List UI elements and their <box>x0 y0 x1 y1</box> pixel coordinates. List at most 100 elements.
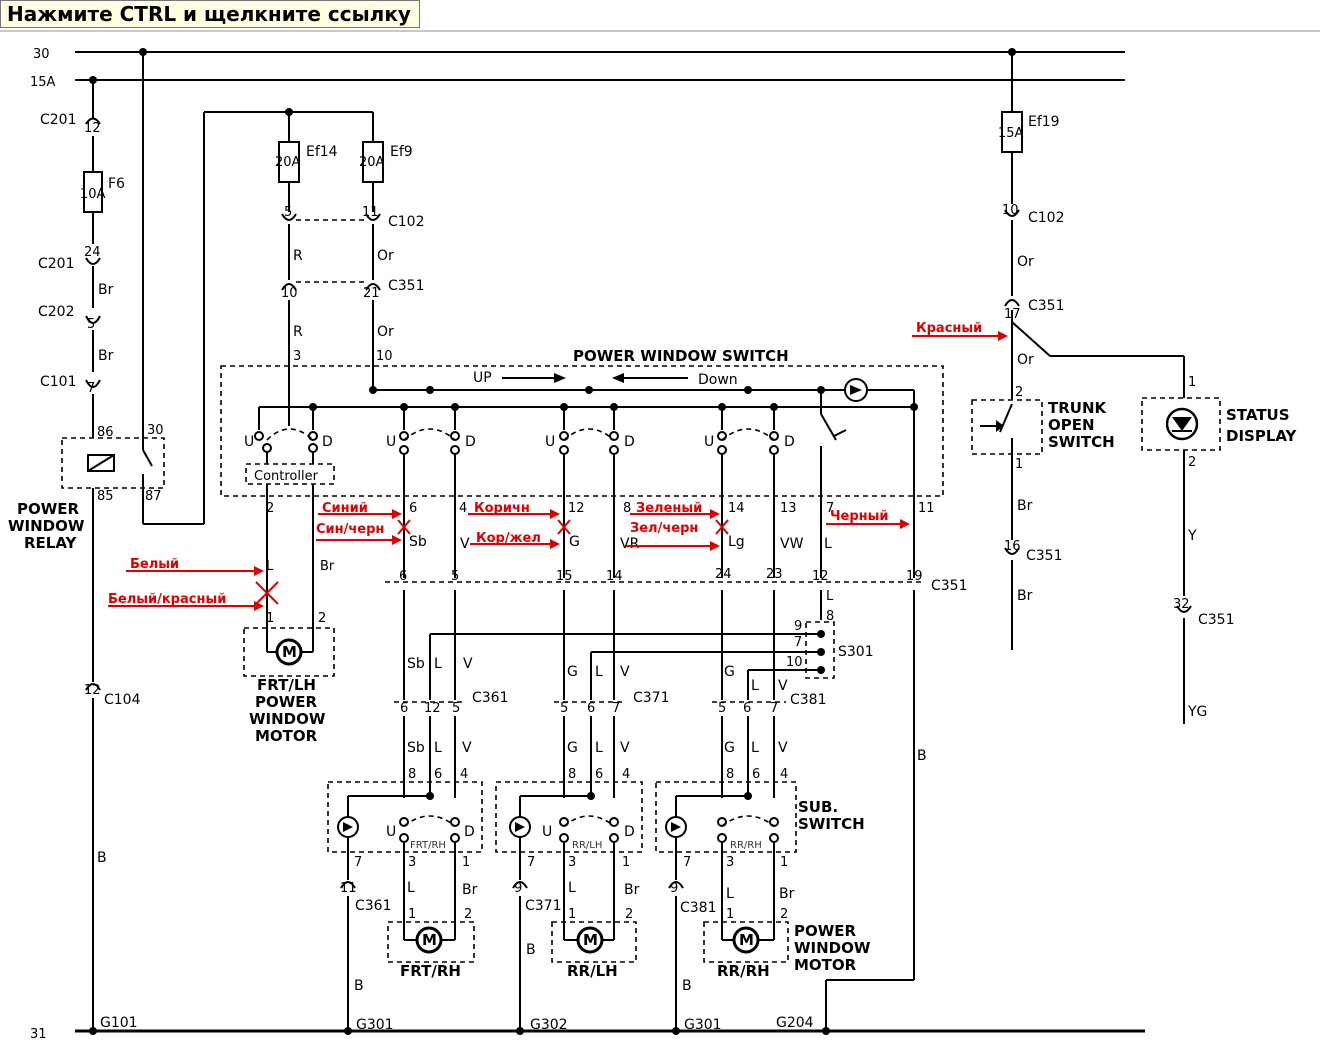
svg-text:19: 19 <box>906 569 923 584</box>
note-cherniy: Черный <box>830 509 888 524</box>
svg-text:V: V <box>463 656 473 672</box>
rail-30-label: 30 <box>33 47 50 62</box>
svg-text:20A: 20A <box>359 155 385 170</box>
svg-text:7: 7 <box>87 381 95 396</box>
c351-label-b: C351 <box>931 578 968 594</box>
svg-text:8: 8 <box>726 767 734 782</box>
svg-text:D: D <box>624 434 635 450</box>
svg-text:7: 7 <box>770 701 778 716</box>
svg-text:Br: Br <box>1017 588 1033 604</box>
note-siniy: Синий <box>322 501 368 516</box>
ef19-label: Ef19 <box>1028 114 1060 130</box>
svg-text:Sb: Sb <box>407 740 425 756</box>
svg-text:Or: Or <box>1017 254 1034 270</box>
svg-text:8: 8 <box>568 767 576 782</box>
svg-text:POWER: POWER <box>794 922 857 940</box>
svg-text:85: 85 <box>97 489 114 504</box>
s301-label: S301 <box>838 644 874 660</box>
trunk-open-switch <box>971 399 1043 455</box>
svg-text:G: G <box>567 664 578 680</box>
svg-text:1: 1 <box>568 907 576 922</box>
svg-text:L: L <box>434 740 442 756</box>
svg-text:20A: 20A <box>275 155 301 170</box>
svg-text:WINDOW: WINDOW <box>794 939 871 957</box>
svg-text:G: G <box>567 740 578 756</box>
svg-text:R: R <box>293 248 303 264</box>
svg-text:D: D <box>624 824 635 840</box>
svg-text:L: L <box>407 880 415 896</box>
svg-text:SUB.: SUB. <box>798 798 838 816</box>
svg-text:VR: VR <box>620 536 640 552</box>
svg-text:24: 24 <box>84 245 101 260</box>
svg-text:12: 12 <box>84 683 101 698</box>
ctrl-click-tooltip: Нажмите CTRL и щелкните ссылку <box>0 0 420 28</box>
svg-text:7: 7 <box>794 635 802 650</box>
c371-label-b: C371 <box>525 898 562 914</box>
svg-text:9: 9 <box>794 619 802 634</box>
switch-frt-rh: U D <box>386 407 476 578</box>
svg-text:3: 3 <box>726 855 734 870</box>
svg-text:B: B <box>682 978 692 994</box>
svg-text:R: R <box>293 324 303 340</box>
svg-text:23: 23 <box>766 567 783 582</box>
svg-text:7: 7 <box>612 701 620 716</box>
svg-text:5: 5 <box>451 569 459 584</box>
svg-text:D: D <box>464 824 475 840</box>
c201-label-b: C201 <box>38 256 75 272</box>
svg-text:MOTOR: MOTOR <box>255 727 318 745</box>
svg-text:87: 87 <box>145 489 162 504</box>
svg-text:6: 6 <box>752 767 760 782</box>
c102-label-a: C102 <box>388 214 425 230</box>
svg-text:12: 12 <box>568 501 585 516</box>
note-beliy-krasniy: Белый/красный <box>108 592 226 607</box>
svg-text:1: 1 <box>622 855 630 870</box>
svg-text:6: 6 <box>399 569 407 584</box>
svg-text:L: L <box>568 880 576 896</box>
svg-text:OPEN: OPEN <box>1048 416 1095 434</box>
svg-text:MOTOR: MOTOR <box>794 956 857 974</box>
svg-text:12: 12 <box>812 569 829 584</box>
svg-text:1: 1 <box>780 855 788 870</box>
svg-text:U: U <box>386 824 396 840</box>
ground-g204: G204 <box>776 1015 814 1031</box>
svg-text:7: 7 <box>826 501 834 516</box>
svg-text:5: 5 <box>560 701 568 716</box>
fuse-ef14-ef9-branch: 20A 20A Ef14 Ef9 5 11 C102 R Or 10 21 C3… <box>275 108 425 424</box>
svg-text:B: B <box>526 942 536 958</box>
svg-text:2: 2 <box>625 907 633 922</box>
c102-label-b: C102 <box>1028 210 1065 226</box>
svg-text:11: 11 <box>340 881 357 896</box>
svg-text:14: 14 <box>606 569 623 584</box>
relay-circuit: 12 C201 10A F6 24 C201 Br C202 5 Br C101… <box>8 48 373 1035</box>
c351-label-e: C351 <box>1198 612 1235 628</box>
svg-text:Br: Br <box>779 886 795 902</box>
svg-text:9: 9 <box>670 881 678 896</box>
svg-text:10: 10 <box>281 286 298 301</box>
power-window-switch: POWER WINDOW SWITCH UP Down U D C <box>220 347 944 624</box>
svg-text:15: 15 <box>556 569 573 584</box>
svg-text:30: 30 <box>147 423 164 438</box>
svg-text:D: D <box>322 434 333 450</box>
svg-text:5: 5 <box>284 205 292 220</box>
svg-text:D: D <box>465 434 476 450</box>
c101-label: C101 <box>40 374 77 390</box>
svg-text:32: 32 <box>1173 597 1190 612</box>
note-zeleniy: Зеленый <box>636 501 702 516</box>
splice-s301: 9 8 7 10 S301 Sb L V G L V G L V <box>407 609 874 700</box>
svg-text:7: 7 <box>354 855 362 870</box>
svg-text:1: 1 <box>726 907 734 922</box>
trunk-status-circuit: 15A Ef19 10 C102 Or 17 C351 Or 2 1 TRUNK… <box>971 48 1298 724</box>
svg-text:Or: Or <box>377 324 394 340</box>
note-beliy: Белый <box>130 557 179 572</box>
svg-text:6: 6 <box>587 701 595 716</box>
svg-text:Br: Br <box>98 282 114 298</box>
svg-text:8: 8 <box>623 501 631 516</box>
svg-text:2: 2 <box>266 501 274 516</box>
svg-text:1: 1 <box>408 907 416 922</box>
note-kor-zhel: Кор/жел <box>476 531 541 546</box>
svg-text:POWER: POWER <box>255 693 318 711</box>
svg-text:7: 7 <box>683 855 691 870</box>
svg-text:1: 1 <box>1015 457 1023 472</box>
